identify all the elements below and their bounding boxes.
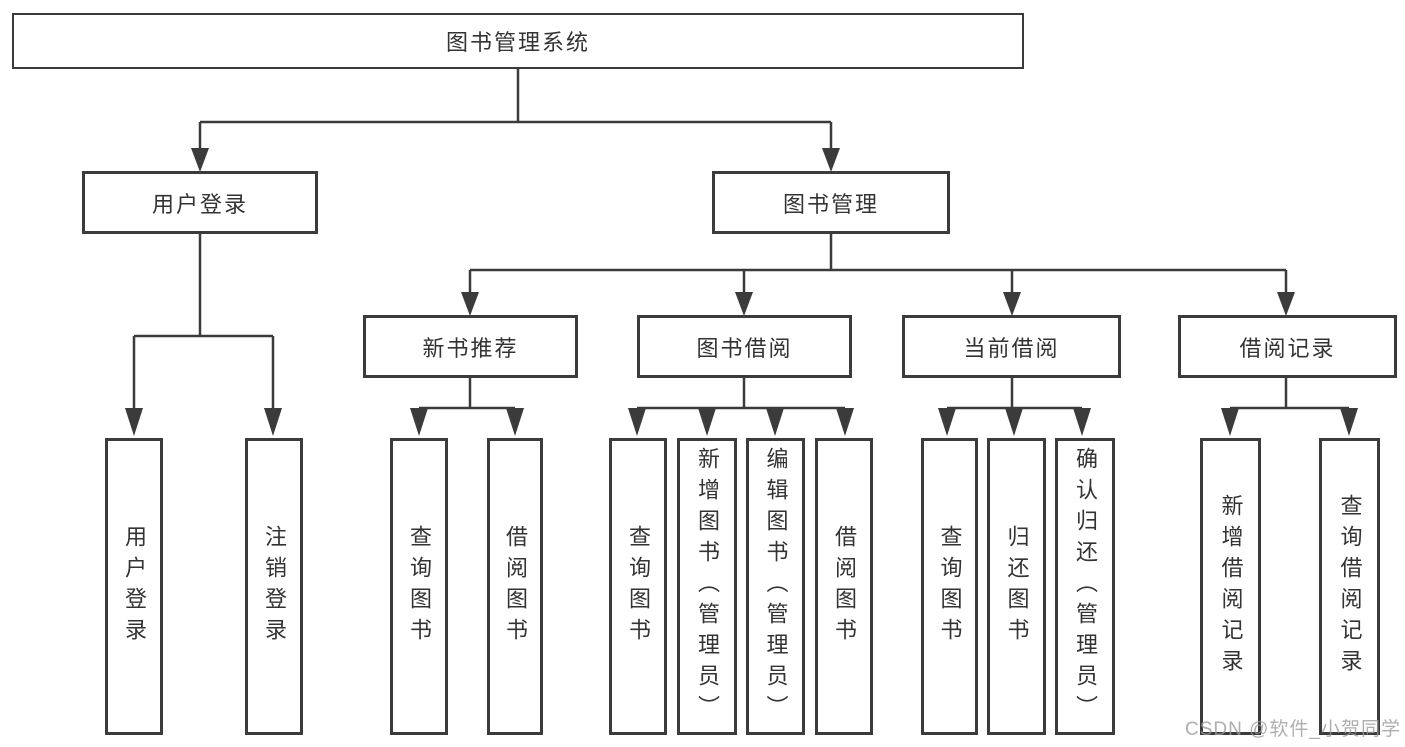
arrowhead-icon	[506, 408, 524, 436]
leaf-user-login: 用户登录	[105, 438, 163, 735]
connector-new-book-recommend	[419, 378, 515, 410]
arrowhead-icon	[1221, 408, 1239, 436]
connector-book-borrow	[637, 378, 845, 410]
node-label: 图书管理系统	[445, 30, 590, 55]
node-book-borrow: 图书借阅	[637, 315, 852, 378]
node-library-management-system: 图书管理系统	[12, 13, 1024, 69]
arrowhead-icon	[461, 292, 479, 316]
node-book-management: 图书管理	[712, 171, 950, 234]
node-label: 新增借阅记录	[1218, 493, 1244, 680]
arrowhead-icon	[735, 292, 753, 316]
node-label: 借阅图书	[503, 524, 528, 649]
watermark: CSDN @软件_小贺同学	[1185, 719, 1401, 740]
arrowhead-icon	[1005, 408, 1023, 436]
arrowhead-icon	[836, 408, 854, 436]
arrowhead-icon	[1340, 408, 1358, 436]
node-borrow-records: 借阅记录	[1178, 315, 1397, 378]
node-label: 新增图书（管理员）	[695, 447, 720, 726]
node-label: 用户登录	[151, 191, 248, 217]
arrowhead-icon	[766, 408, 784, 436]
arrowheads	[125, 148, 1358, 436]
node-label: 注销登录	[262, 524, 287, 649]
arrowhead-icon	[628, 408, 646, 436]
arrowhead-icon	[698, 408, 716, 436]
arrowhead-icon	[1003, 292, 1021, 316]
connector-book-management	[468, 234, 1288, 292]
leaf-query-borrow-record: 查询借阅记录	[1319, 438, 1380, 735]
arrowhead-icon	[410, 408, 428, 436]
leaf-query-books-current: 查询图书	[921, 438, 978, 735]
node-label: 查询图书	[937, 524, 963, 649]
node-label: 借阅图书	[832, 524, 857, 649]
node-label: 编辑图书（管理员）	[763, 447, 789, 726]
leaf-logout: 注销登录	[245, 438, 303, 735]
arrowhead-icon	[264, 408, 282, 436]
leaf-query-books-recommend: 查询图书	[390, 438, 448, 735]
node-label: 用户登录	[122, 524, 147, 649]
leaf-borrow-books: 借阅图书	[815, 438, 873, 735]
node-label: 新书推荐	[422, 335, 519, 361]
leaf-edit-book-admin: 编辑图书（管理员）	[746, 438, 805, 735]
node-label: 查询借阅记录	[1337, 493, 1363, 680]
connector-current-borrow	[947, 378, 1082, 410]
arrowhead-icon	[125, 408, 143, 436]
leaf-return-books: 归还图书	[987, 438, 1046, 735]
node-label: 确认归还（管理员）	[1073, 447, 1098, 726]
node-label: 图书管理	[782, 191, 879, 217]
node-label: 借阅记录	[1239, 335, 1336, 361]
arrowhead-icon	[191, 148, 209, 172]
leaf-add-book-admin: 新增图书（管理员）	[677, 438, 737, 735]
node-label: 查询图书	[626, 524, 651, 649]
leaf-add-borrow-record: 新增借阅记录	[1200, 438, 1261, 735]
connector-borrow-records	[1230, 378, 1349, 410]
node-label: 查询图书	[407, 524, 432, 649]
arrowhead-icon	[1277, 292, 1295, 316]
node-label: 图书借阅	[696, 335, 793, 361]
node-user-login: 用户登录	[82, 171, 318, 234]
connector-user-login	[132, 234, 275, 408]
node-label: 归还图书	[1004, 524, 1030, 649]
arrowhead-icon	[822, 148, 840, 172]
arrowhead-icon	[1073, 408, 1091, 436]
node-label: 当前借阅	[963, 335, 1060, 361]
node-current-borrow: 当前借阅	[902, 315, 1121, 378]
leaf-borrow-books-recommend: 借阅图书	[487, 438, 543, 735]
arrowhead-icon	[938, 408, 956, 436]
leaf-query-books-borrow: 查询图书	[609, 438, 667, 735]
connector-root	[198, 69, 833, 148]
leaf-confirm-return-admin: 确认归还（管理员）	[1055, 438, 1115, 735]
node-new-book-recommend: 新书推荐	[363, 315, 578, 378]
